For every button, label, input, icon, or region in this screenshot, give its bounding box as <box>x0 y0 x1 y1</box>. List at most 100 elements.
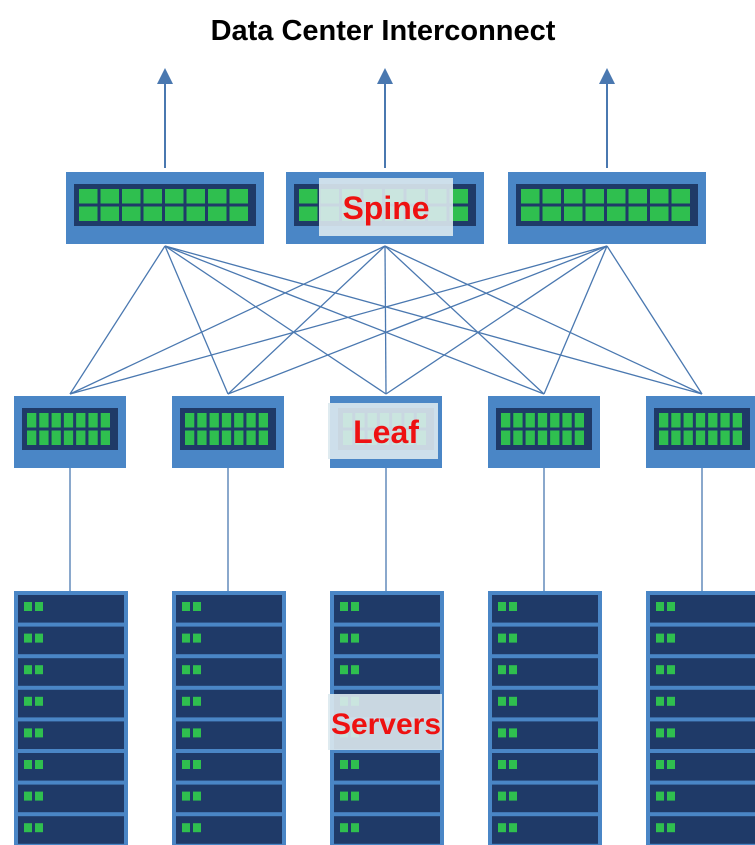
server-unit <box>18 626 124 655</box>
leaf-switch-icon-1-port <box>76 430 86 445</box>
leaf-switch-icon-1-port <box>39 413 49 428</box>
spine-switch-icon-1-port <box>79 189 98 204</box>
server-led <box>193 602 201 611</box>
spine-switch-icon-1-port <box>122 189 141 204</box>
server-led <box>656 823 664 833</box>
leaf-switch-icon-2-port <box>209 430 219 445</box>
leaf-switch-icon-4-port <box>537 413 548 428</box>
spine-switch-icon-3-port <box>564 189 583 204</box>
server-led <box>182 760 190 769</box>
server-led <box>24 728 32 738</box>
server-unit <box>176 658 282 686</box>
server-led <box>656 665 664 675</box>
link-spine-1-leaf-2 <box>164 245 229 395</box>
server-unit <box>492 816 598 844</box>
leaf-switch-icon-5-port <box>720 413 730 428</box>
spine-switch-icon-3-port <box>542 189 561 204</box>
leaf-switch-icon-1-port <box>88 413 98 428</box>
uplinks-layer <box>157 68 615 168</box>
spine-switch-icon-3-port <box>671 189 690 204</box>
link-spine-2-leaf-3 <box>384 245 387 395</box>
server-led <box>656 760 664 769</box>
server-rack-icon-4 <box>488 591 602 845</box>
server-led <box>656 602 664 611</box>
server-rack-icon-5 <box>646 591 755 845</box>
leaf-switch-icon-2-port <box>221 413 232 428</box>
server-led <box>667 665 675 675</box>
server-led <box>498 696 506 706</box>
server-unit <box>176 753 282 781</box>
server-rack-icon-1 <box>14 591 128 845</box>
server-led <box>509 602 517 611</box>
server-led <box>509 696 517 706</box>
server-led <box>193 823 201 833</box>
leaf-switch-icon-2-port <box>185 430 195 445</box>
leaf-switch-icon-5-port <box>659 430 669 445</box>
leaf-switch-icon-1-port <box>63 413 74 428</box>
spine-switch-icon-1-port <box>143 189 162 204</box>
leaf-server-links-layer <box>69 468 703 591</box>
spine-switch-icon-2-port <box>449 206 468 221</box>
server-unit <box>650 658 755 686</box>
server-unit <box>650 721 755 749</box>
servers-label-box <box>328 694 442 750</box>
leaf-switch-icon-1-port <box>100 413 110 428</box>
leaf-switch-icon-5-port <box>695 413 706 428</box>
leaf-switch-icon-1 <box>14 396 126 468</box>
server-unit <box>650 753 755 781</box>
leaf-switch-icon-4-port <box>513 413 523 428</box>
spine-switch-icon-3-port <box>521 206 540 221</box>
leaf-switch-icon-5-port <box>683 413 693 428</box>
server-led <box>498 728 506 738</box>
server-led <box>193 696 201 706</box>
server-led <box>656 696 664 706</box>
server-led <box>35 602 43 611</box>
spine-label: Spine <box>319 178 453 236</box>
spine-switch-icon-3-port <box>650 189 669 204</box>
server-unit <box>492 626 598 655</box>
server-unit <box>334 595 440 623</box>
leaf-switch-icon-1-port <box>27 430 37 445</box>
leaf-switch-icon-4-port <box>501 430 511 445</box>
spine-switch-icon-3-port <box>607 189 626 204</box>
server-led <box>667 602 675 611</box>
leaf-switch-icon-1-port <box>51 430 61 445</box>
leaf-label: Leaf <box>328 403 438 459</box>
spine-switch-icon-1-port <box>229 206 248 221</box>
spine-switch-icon-1-port <box>165 206 184 221</box>
leaf-switch-icon-5-port <box>671 413 681 428</box>
server-led <box>182 823 190 833</box>
server-led <box>498 823 506 833</box>
spine-switch-icon-2-port <box>449 189 468 204</box>
server-led <box>656 728 664 738</box>
server-led <box>667 823 675 833</box>
server-unit <box>18 595 124 623</box>
spine-switch-icon-3-port <box>650 206 669 221</box>
spine-switch-icon-1-port <box>229 189 248 204</box>
server-led <box>351 760 359 769</box>
server-led <box>656 633 664 643</box>
server-led <box>35 728 43 738</box>
link-spine-1-leaf-4 <box>164 245 545 395</box>
leaf-switch-icon-4-port <box>574 430 584 445</box>
link-spine-3-leaf-2 <box>227 245 608 395</box>
server-led <box>509 791 517 801</box>
server-unit <box>334 816 440 844</box>
server-led <box>351 823 359 833</box>
server-unit <box>492 658 598 686</box>
server-unit <box>650 784 755 813</box>
leaf-switch-icon-2-port <box>234 413 244 428</box>
server-led <box>498 760 506 769</box>
spine-leaf-links-layer <box>69 245 703 395</box>
server-unit <box>18 784 124 813</box>
link-spine-2-leaf-2 <box>227 245 386 395</box>
server-unit <box>492 689 598 718</box>
spine-switch-icon-3-port <box>542 206 561 221</box>
spine-switch-icon-3 <box>508 172 706 244</box>
leaf-switch-icon-4-port <box>525 413 535 428</box>
leaf-switch-icon-2-port <box>185 413 195 428</box>
spine-switch-icon-3-port <box>564 206 583 221</box>
server-unit <box>18 721 124 749</box>
server-led <box>24 602 32 611</box>
server-led <box>182 665 190 675</box>
